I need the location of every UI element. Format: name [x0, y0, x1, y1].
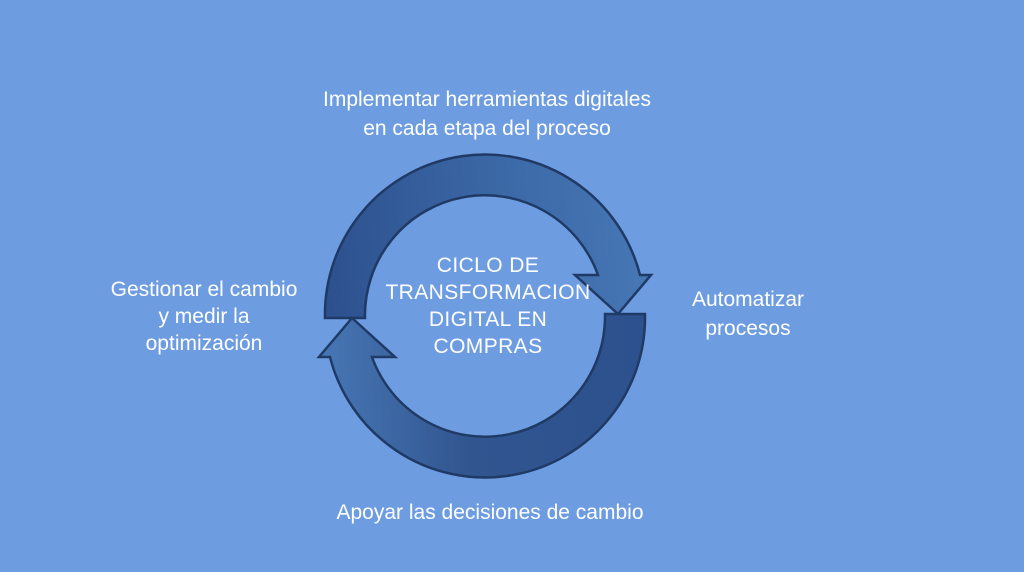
step-label-top-line1: Implementar herramientas digitales [323, 88, 651, 111]
step-label-left-line1: Gestionar el cambio [110, 278, 298, 301]
step-label-bottom: Apoyar las decisiones de cambio [336, 499, 643, 526]
center-title-line1: CICLO DE [436, 254, 540, 277]
step-label-left-line2: y medir la [158, 305, 250, 328]
step-label-top: Implementar herramientas digitales en ca… [323, 85, 651, 143]
step-label-right-line1: Automatizar [691, 288, 805, 311]
center-title-line3: DIGITAL EN [428, 308, 548, 331]
step-label-left: Gestionar el cambio y medir la optimizac… [111, 276, 298, 357]
step-label-right: Automatizar procesos [692, 285, 804, 343]
cycle-center-title: CICLO DE TRANSFORMACION DIGITAL EN COMPR… [385, 252, 590, 360]
step-label-right-line2: procesos [705, 317, 791, 340]
center-title-line4: COMPRAS [433, 335, 543, 358]
step-label-top-line2: en cada etapa del proceso [363, 117, 611, 140]
center-title-line2: TRANSFORMACION [385, 281, 591, 304]
cycle-arrow-bottom [316, 312, 647, 479]
step-label-bottom-line1: Apoyar las decisiones de cambio [336, 501, 644, 524]
cycle-arrow-top [323, 153, 654, 320]
step-label-left-line3: optimización [145, 332, 263, 355]
